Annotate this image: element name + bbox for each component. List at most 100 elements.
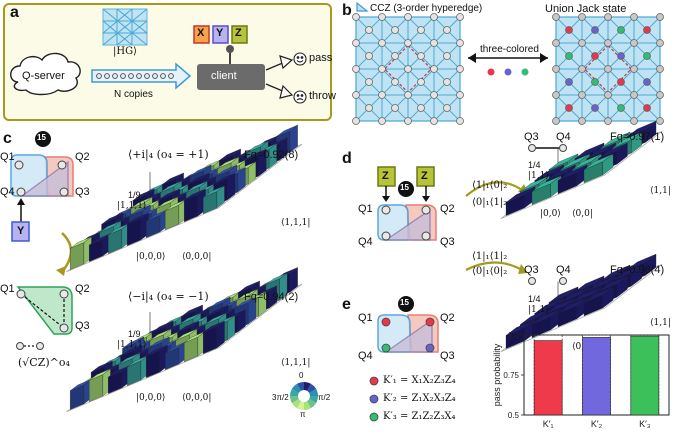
center-qubit [365, 52, 373, 60]
badge-e: 15 [400, 298, 409, 307]
vertex-qubit [404, 13, 412, 21]
bar-top-face [70, 379, 92, 391]
bar-top-face [186, 180, 208, 193]
vertex-qubit [404, 117, 412, 125]
colorwheel-segment [304, 401, 311, 410]
d1-row-tick: |1,1⟩ [528, 171, 549, 181]
bar-top-face [132, 188, 155, 201]
c1-col-high: ⟨1,1,1| [281, 218, 311, 228]
bar-top-face [557, 297, 588, 314]
density-matrix-d-bottom [500, 253, 663, 352]
bar-top-face [548, 153, 579, 170]
vertex-qubit [430, 39, 438, 47]
wheel-tick-3pi2: 3π/2 [272, 393, 289, 402]
vertex-qubit [456, 117, 464, 125]
bar-top-face [612, 131, 642, 149]
center-qubit [365, 78, 373, 86]
category-label: K′₂ [591, 419, 603, 429]
vertex-qubit [352, 65, 360, 73]
bar-top-face [583, 286, 614, 303]
vertex-qubit [456, 91, 464, 99]
vertex-qubit [430, 91, 438, 99]
bar-top-face [217, 156, 239, 169]
center-qubit [643, 104, 651, 112]
vertex-qubit [656, 65, 664, 73]
e-q3-label: Q3 [440, 350, 455, 362]
panel-d-label: d [342, 150, 352, 167]
three-colored-label: three-colored [480, 44, 539, 55]
d2-col-high: ⟨1,1| [650, 318, 671, 328]
vertex-qubit [378, 117, 386, 125]
d1-origin: |0,0⟩ [540, 209, 561, 219]
vertex-qubit [630, 91, 638, 99]
badge-c: 15 [37, 133, 46, 142]
vertex-qubit [552, 117, 560, 125]
center-qubit [591, 78, 599, 86]
density-matrix-minus-i [66, 267, 303, 413]
bar-top-face [572, 286, 602, 303]
bar-top-face [203, 320, 225, 333]
center-qubit [443, 78, 451, 86]
ccz-triangle-icon [356, 1, 369, 12]
density-matrix-d-top [500, 120, 663, 219]
measure-z: Z [235, 27, 242, 39]
center-qubit [365, 104, 373, 112]
d-q4-label: Q4 [358, 236, 373, 248]
copies-label: N copies [114, 89, 153, 100]
d-bottom-fidelity: Fq=0.98(4) [610, 264, 665, 276]
c2-origin-tick: |0,0,0⟩ [136, 393, 166, 403]
c2-col-low: ⟨0,0,0| [182, 393, 212, 403]
d-q3-label: Q3 [440, 236, 455, 248]
bar-top-face [149, 328, 172, 341]
center-qubit [443, 52, 451, 60]
bar-top-face [89, 233, 111, 246]
y-axis-label: pass probability [492, 343, 502, 406]
bar-top-face [184, 188, 206, 201]
proj-top-den: ⟨0|₁⟨1|₂ [472, 197, 508, 208]
c1-z-tick: 1/9 [128, 190, 141, 200]
vertex-qubit [352, 13, 360, 21]
bar-top-face [276, 124, 298, 137]
bar-top-face [572, 153, 602, 170]
throw-label: throw [309, 90, 336, 102]
bar-top-face [118, 352, 141, 365]
bar-top-face [215, 164, 237, 177]
colorwheel-segment [290, 389, 299, 396]
bar [533, 340, 563, 416]
vertex-qubit [604, 65, 612, 73]
vertex-qubit [604, 91, 612, 99]
bar-top-face [70, 236, 92, 249]
center-qubit [443, 104, 451, 112]
bar-top-face [175, 328, 198, 341]
bar-top-face [181, 304, 203, 317]
vertex-qubit [378, 65, 386, 73]
vertex-qubit [630, 13, 638, 21]
bar-top-face [560, 286, 590, 303]
center-qubit [391, 52, 399, 60]
bar-top-face [600, 131, 631, 149]
vertex-qubit [430, 117, 438, 125]
center-qubit [643, 78, 651, 86]
center-qubit [591, 52, 599, 60]
vertex-qubit [552, 13, 560, 21]
d1-col-low: ⟨0,0| [572, 209, 593, 219]
vertex-qubit [604, 117, 612, 125]
union-jack-lattice [552, 13, 664, 125]
bar-top-face [162, 172, 184, 185]
panel-a-label: a [10, 4, 19, 21]
measure-x: X [197, 27, 205, 39]
e-q1-label: Q1 [358, 312, 373, 324]
center-qubit [443, 26, 451, 34]
vertex-qubit [430, 65, 438, 73]
phase-colorwheel [290, 382, 318, 410]
bar-top-face [179, 312, 201, 325]
bar-top-face [129, 204, 151, 217]
vertex-qubit [552, 39, 560, 47]
bar-top-face [203, 185, 225, 198]
category-label: K′₃ [639, 419, 651, 429]
wheel-tick-pi2: π/2 [318, 393, 331, 402]
center-qubit [617, 104, 625, 112]
colorwheel-segment [307, 383, 317, 393]
vertex-qubit [404, 91, 412, 99]
